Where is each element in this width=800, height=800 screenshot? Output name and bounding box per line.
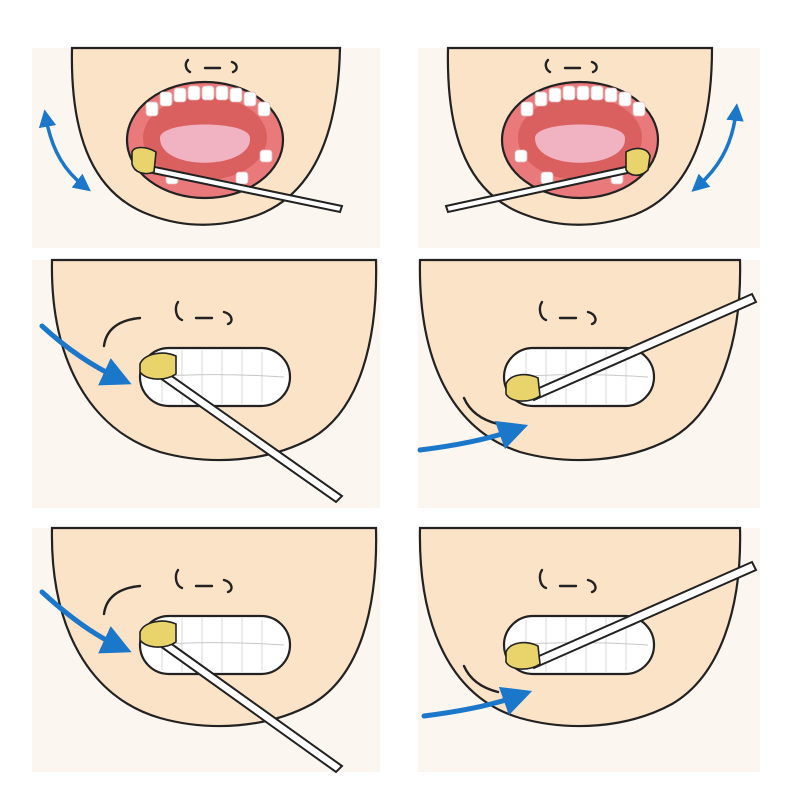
tongue <box>160 124 251 163</box>
upper-teeth <box>145 85 271 117</box>
cotton-tip <box>505 373 541 402</box>
direction-arrow-icon <box>417 420 529 453</box>
swab <box>444 147 651 214</box>
cotton-tip <box>625 147 651 177</box>
swab <box>131 146 344 214</box>
cotton-tip <box>139 620 177 648</box>
swab <box>505 292 758 402</box>
panel-middle-left <box>32 258 380 508</box>
tongue <box>535 124 626 163</box>
rotation-arrow-icon <box>38 109 91 192</box>
direction-arrow-icon <box>421 686 533 719</box>
cotton-tip <box>505 641 541 670</box>
rotation-arrow-icon <box>691 103 744 192</box>
panel-top-left <box>32 46 380 248</box>
nose <box>184 58 192 74</box>
panel-bottom-right <box>418 526 760 772</box>
swab <box>139 620 344 774</box>
cotton-tip <box>139 352 177 380</box>
swab <box>505 560 758 670</box>
direction-arrow-icon <box>39 323 132 386</box>
panel-top-right <box>418 46 760 248</box>
panel-bottom-left <box>32 526 380 774</box>
cotton-tip <box>131 146 157 175</box>
direction-arrow-icon <box>39 589 132 654</box>
upper-teeth <box>520 85 646 117</box>
panel-middle-right <box>417 258 760 508</box>
swab <box>139 352 344 504</box>
